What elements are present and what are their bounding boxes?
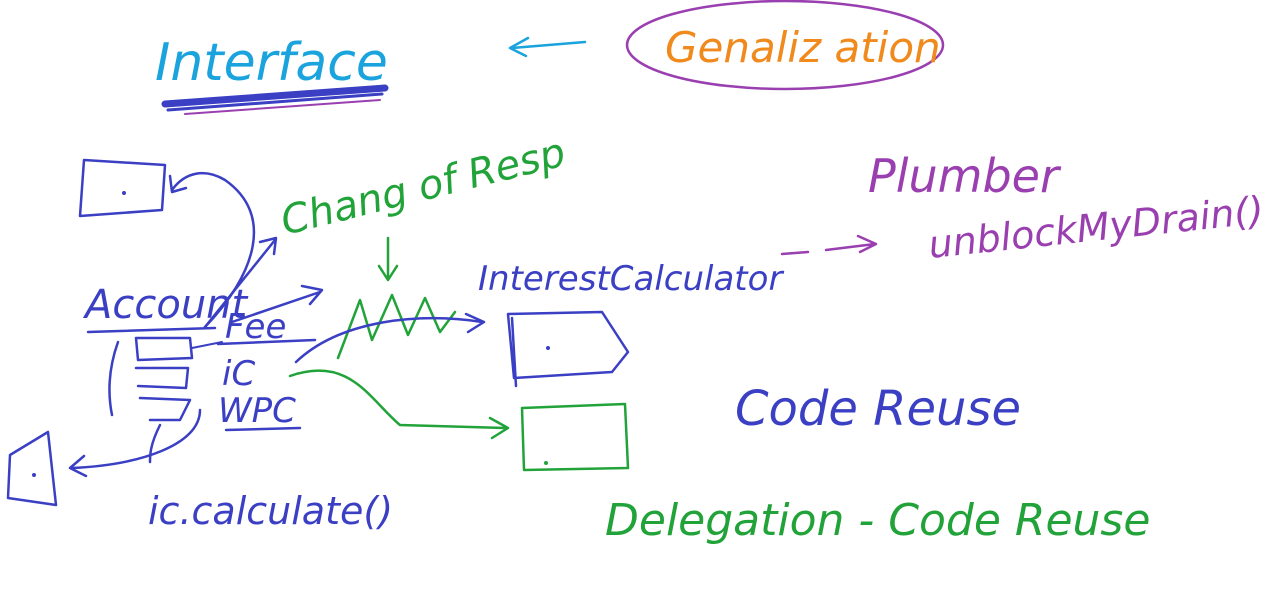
generalization-arrow (508, 36, 587, 58)
delegation-label: Delegation - Code Reuse (605, 495, 1150, 546)
bottom-left-box-dot (32, 473, 36, 477)
ic-to-interest-calculator-arrow (294, 312, 486, 364)
field-wpc: WPC (218, 391, 296, 431)
interface-underline (161, 84, 389, 115)
chain-zigzag (336, 293, 457, 360)
bottom-left-box (6, 430, 58, 507)
field-ic: iC (222, 354, 255, 394)
chain-of-responsibility-label: Chang of Resp (276, 130, 570, 245)
delegated-implementation-box (520, 402, 630, 472)
interest-calculator-box-dot (546, 346, 550, 350)
account-underline (86, 326, 217, 334)
wpc-to-bottom-box-arrow (68, 408, 202, 478)
interest-calculator-box (506, 310, 630, 388)
top-left-box (78, 158, 167, 218)
ic-to-delegated-arrow (288, 369, 510, 440)
generalization-ellipse (625, 0, 945, 91)
plumber-label: Plumber (868, 149, 1062, 203)
account-to-chain-arrow (203, 236, 278, 329)
chain-down-arrow (377, 236, 399, 282)
ic-calculate-call: ic.calculate() (148, 489, 393, 533)
plumber-arrow (780, 234, 878, 256)
code-reuse-label: Code Reuse (735, 381, 1021, 437)
field-fee-underline (216, 338, 317, 346)
top-left-box-dot (122, 191, 126, 195)
interest-calculator-label: InterestCalculator (478, 259, 784, 299)
interface-heading: Interface (155, 33, 388, 93)
field-wpc-underline (224, 426, 302, 432)
fee-arrow (230, 284, 324, 324)
generalization-label: Genaliz ation (665, 23, 941, 72)
delegated-box-dot (544, 461, 548, 465)
account-label: Account (82, 282, 249, 328)
account-to-fields-connector (191, 341, 223, 349)
account-fields-stack (108, 336, 194, 464)
